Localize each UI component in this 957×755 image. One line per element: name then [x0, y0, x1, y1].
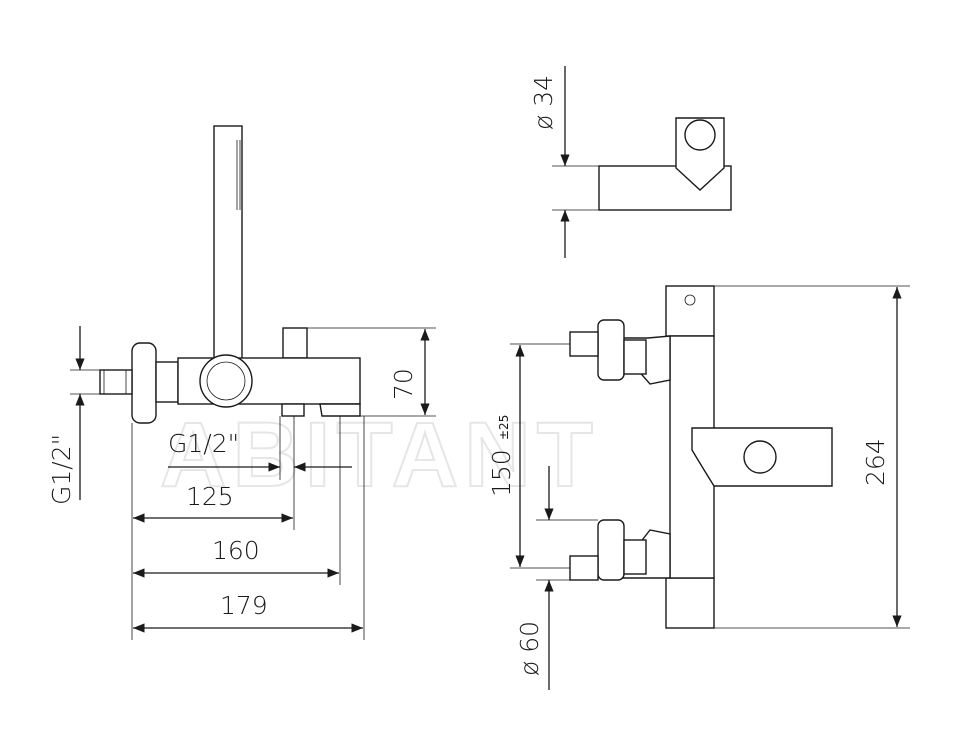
front-view — [510, 285, 910, 690]
lower-outlet — [281, 403, 305, 417]
inlet-pipe — [99, 369, 133, 395]
connector — [155, 361, 179, 403]
holder-ring — [199, 354, 253, 408]
hand-shower — [213, 125, 243, 363]
thread-horizontal-label: G1/2" — [168, 429, 239, 458]
lower-inlet — [569, 555, 599, 581]
side-view — [70, 125, 436, 640]
upper-nut — [623, 339, 647, 375]
spout-outlet — [743, 440, 777, 474]
dim-160-label: 160 — [212, 536, 260, 565]
upper-flange — [597, 319, 625, 381]
dim-264-label: 264 — [861, 438, 890, 486]
lower-flange — [597, 519, 625, 581]
holder-view — [552, 66, 732, 258]
spout — [319, 403, 361, 417]
top-outlet — [282, 327, 308, 359]
dim-70-label: 70 — [389, 368, 418, 400]
lower-nut — [623, 539, 647, 575]
holder-hole — [684, 119, 716, 151]
upper-inlet — [569, 331, 599, 357]
dim-125-label: 125 — [186, 482, 234, 511]
diameter-34-label: ø 34 — [529, 75, 558, 130]
dim-150-tolerance: ±25 — [497, 415, 511, 440]
top-cap — [665, 285, 715, 337]
dim-150-label: 150 — [487, 449, 516, 497]
wall-flange — [131, 342, 157, 424]
thread-vertical-label: G1/2" — [47, 434, 76, 505]
dim-179-label: 179 — [220, 591, 268, 620]
bottom-cap — [665, 577, 715, 629]
diameter-60-label: ø 60 — [515, 621, 544, 676]
